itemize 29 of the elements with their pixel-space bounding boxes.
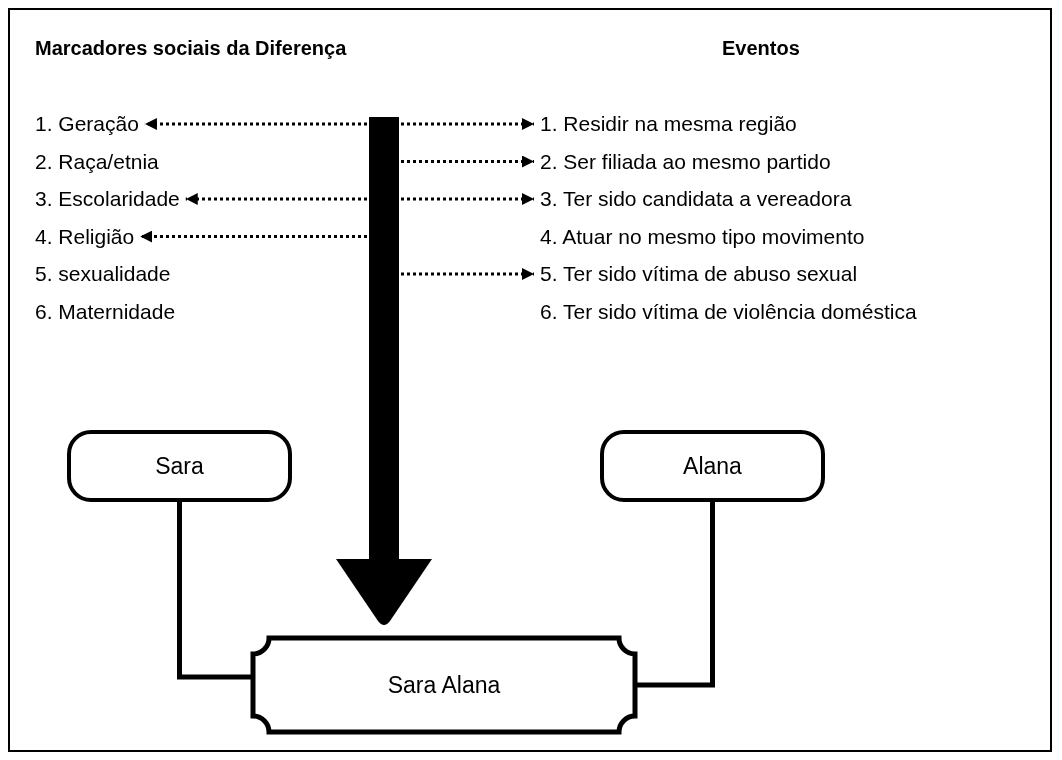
- arrow: [140, 230, 367, 243]
- connector-line: [177, 502, 253, 680]
- list-item-text: 4. Atuar no mesmo tipo movimento: [540, 223, 865, 250]
- rounded-box: [600, 430, 825, 502]
- connector-line: [635, 502, 715, 688]
- arrow: [401, 193, 534, 205]
- arrow: [401, 268, 534, 280]
- list-item-text: 1. Residir na mesma região: [540, 111, 797, 137]
- box-label: Sara: [155, 452, 204, 480]
- box-label: Sara Alana: [387, 671, 501, 699]
- box-label: Alana: [683, 452, 742, 480]
- notched-box: [250, 635, 638, 735]
- diagram-title: Marcadores sociais da Diferença: [35, 37, 347, 60]
- arrow: [401, 155, 534, 168]
- list-item-text: 6. Maternidade: [35, 298, 176, 325]
- arrow: [144, 118, 367, 130]
- list-item-text: 1. Geração: [35, 111, 139, 137]
- list-item-text: 5. sexualidade: [35, 261, 171, 287]
- list-item-text: 5. Ter sido vítima de abuso sexual: [540, 261, 858, 287]
- list-item-text: 3. Escolaridade: [35, 186, 180, 212]
- rounded-box: [67, 430, 292, 502]
- list-item-text: 2. Ser filiada ao mesmo partido: [540, 148, 831, 175]
- list-item-text: 2. Raça/etnia: [35, 148, 159, 175]
- list-item-text: 3. Ter sido candidata a vereadora: [540, 186, 852, 212]
- arrow: [185, 193, 367, 205]
- list-item-text: 6. Ter sido vítima de violência doméstica: [540, 298, 917, 325]
- arrow: [401, 118, 534, 130]
- column-heading: Eventos: [722, 37, 800, 60]
- list-item-text: 4. Religião: [35, 223, 135, 250]
